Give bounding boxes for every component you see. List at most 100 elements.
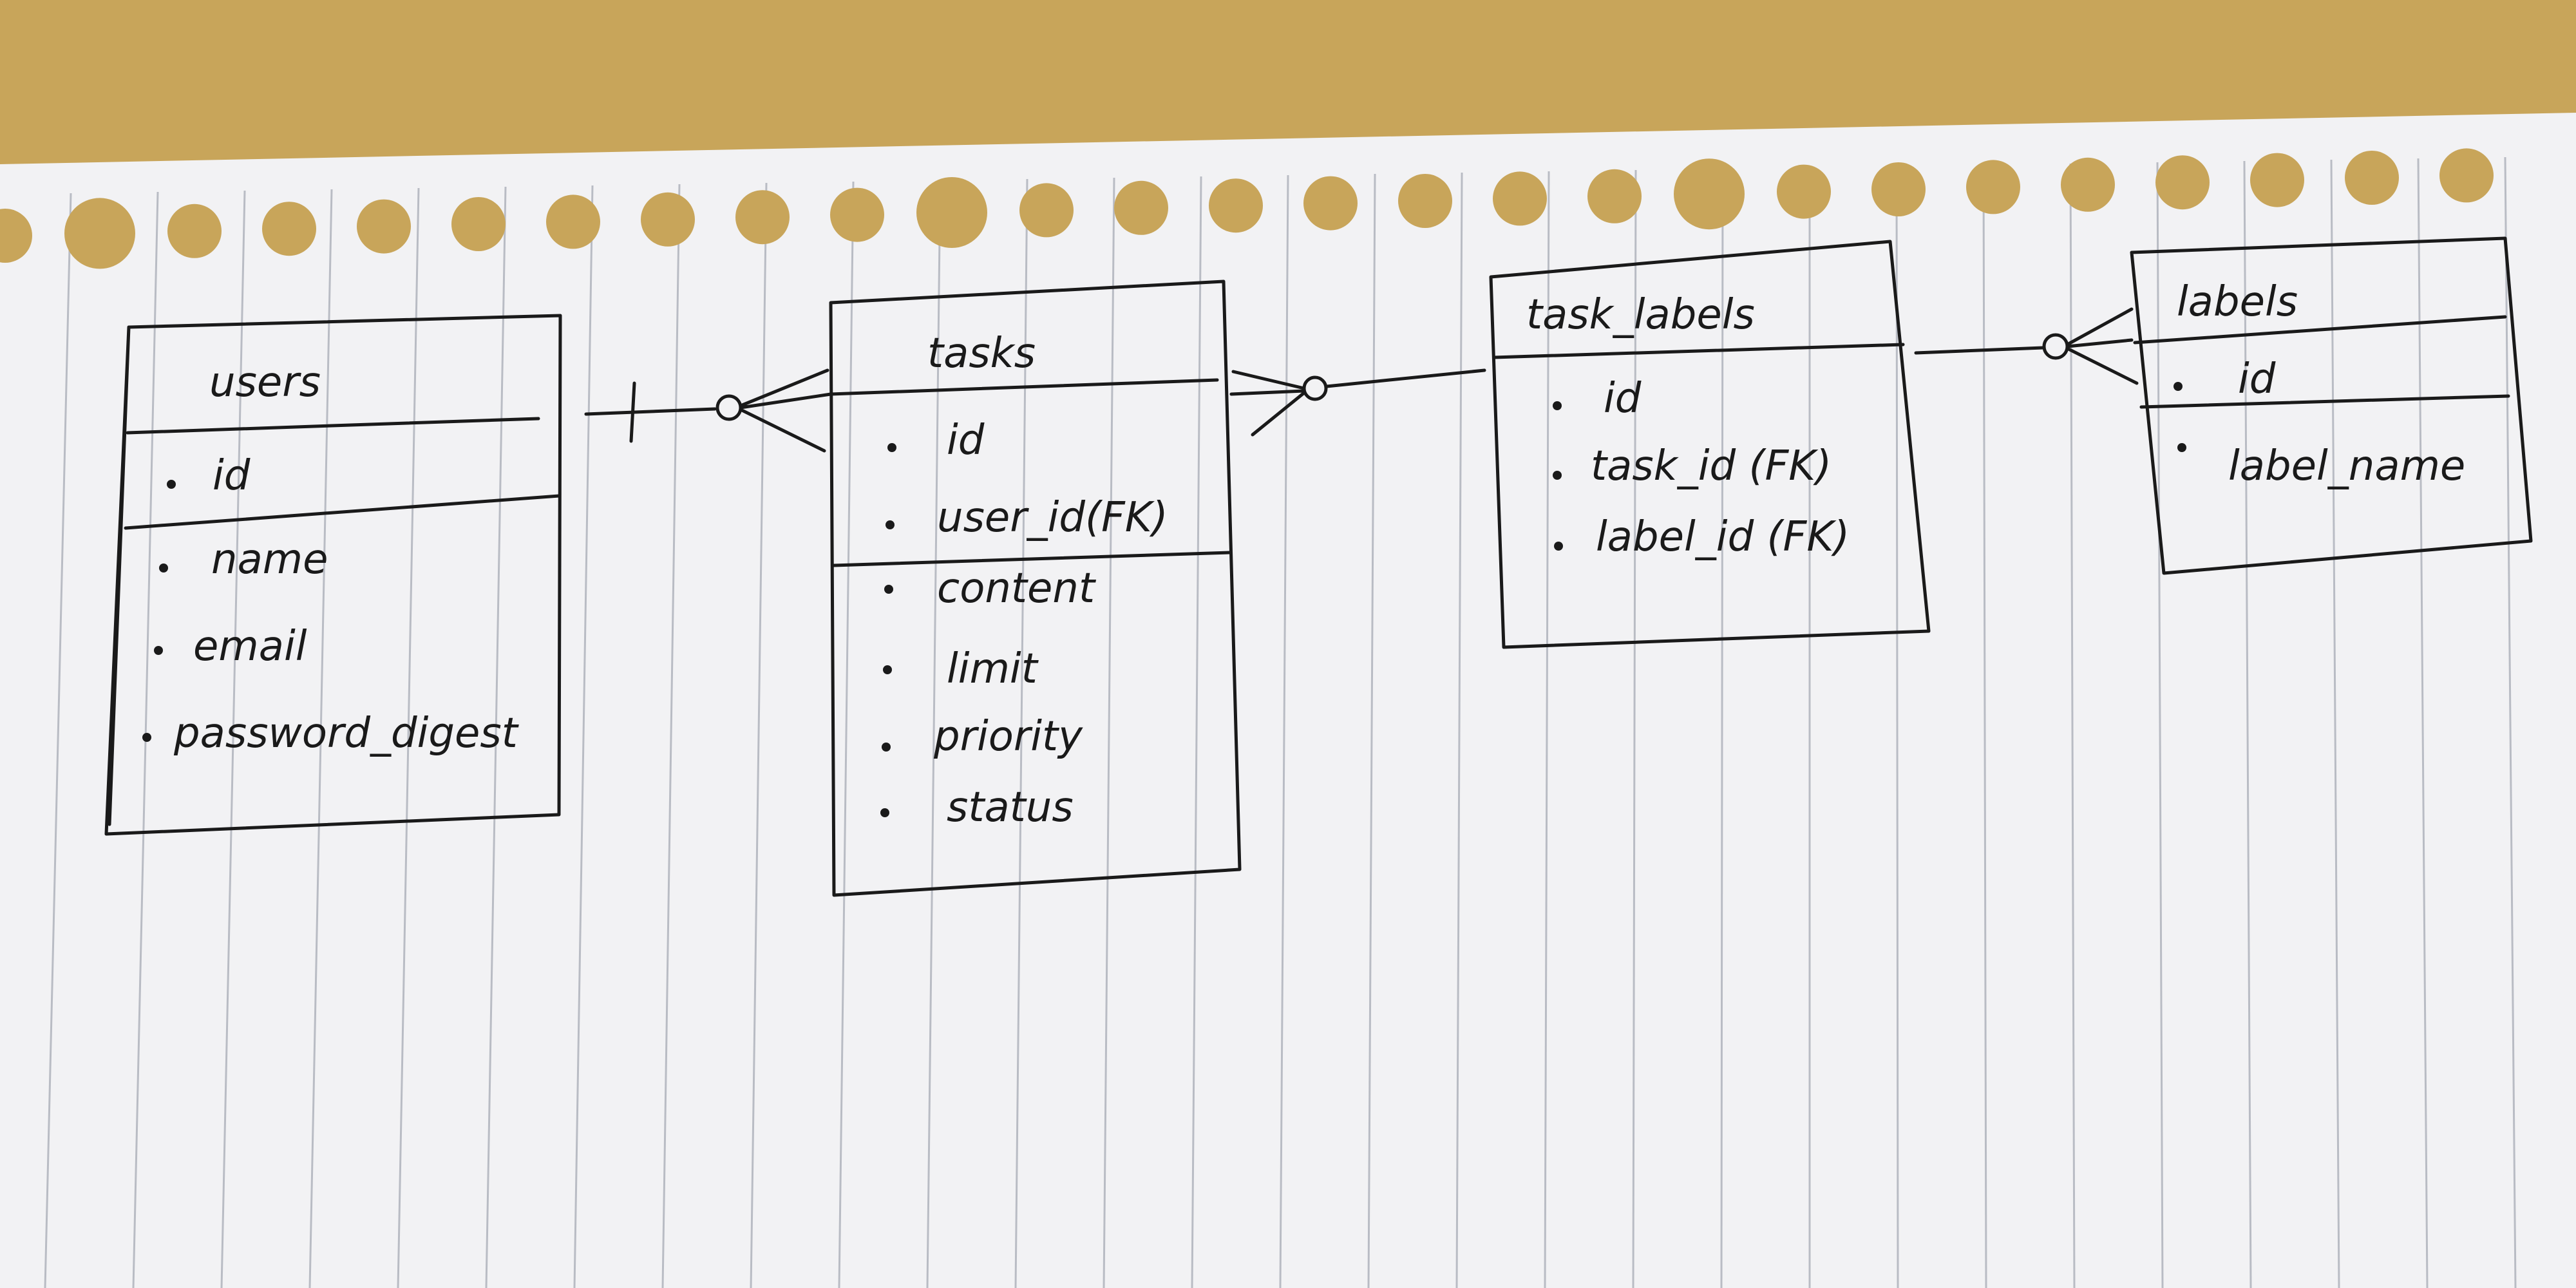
rule-line [661,184,681,1288]
entity-users-field: email [193,623,307,670]
crow-foot-mark [2065,307,2139,385]
relationship-tasks-task-labels [1229,368,1486,437]
entity-users-title-divider [126,417,540,435]
binder-hole [2061,157,2115,212]
rule-line [750,182,768,1288]
rule-line [1279,175,1289,1288]
rule-line [1632,169,1637,1288]
binder-hole [1493,171,1547,226]
binder-hole [451,197,506,251]
entity-task-labels-field: id [1604,375,1642,422]
relationship-task-labels-labels [1914,307,2139,385]
entity-users-key-field: id [213,452,251,500]
rule-line [2504,156,2517,1288]
bullet [167,480,176,489]
binder-hole [2345,151,2399,205]
binder-hole [2250,153,2304,207]
binder-hole [357,199,411,254]
entity-labels-title: labels [2177,278,2298,326]
entity-users-box [104,314,562,836]
binder-hole [1871,162,1926,216]
binder-hole [546,194,600,249]
entity-tasks-field: priority [933,713,1083,761]
binder-hole [735,190,790,245]
binder-hole [2155,155,2210,210]
bullet [886,520,895,529]
bullet [2174,382,2183,391]
rule-line [1191,176,1202,1288]
crow-foot-mark [1229,370,1306,437]
rule-line [1014,178,1028,1288]
entity-labels-key-divider [2139,394,2510,409]
rule-line [1982,164,1987,1288]
ruled-lines [44,156,2517,1288]
rule-line [2330,159,2340,1288]
bullet [2177,443,2186,452]
entity-task-labels-title-divider [1492,343,1905,359]
rule-line [44,193,72,1288]
rule-line [397,187,420,1288]
binder-hole [641,192,695,247]
relationship-line [1914,346,2045,355]
entity-tasks-key-divider [832,551,1232,567]
zero-mark [1302,375,1328,401]
relationship-users-tasks [584,368,833,453]
binder-hole [1209,178,1263,233]
entity-labels: labels id label_name [2130,236,2533,575]
relationship-line [584,407,717,416]
rule-line [1720,168,1724,1288]
bullet [159,564,168,573]
entity-tasks-key-field: user_id(FK) [937,494,1168,542]
rule-line [926,180,942,1288]
entity-tasks-field: content [937,565,1097,612]
entity-tasks-title: tasks [927,330,1036,377]
entity-users-field: name [211,536,328,583]
bullet [882,743,891,752]
entity-labels-box [2130,236,2533,575]
binder-holes [0,148,2494,269]
entity-labels-key-field: id [2238,355,2276,403]
paper-sheet [0,113,2576,1288]
entity-task-labels-field: label_id (FK) [1596,513,1850,561]
binder-hole [1019,183,1074,238]
bullet [887,443,896,452]
rule-line [1544,171,1550,1288]
rule-line [2156,162,2164,1288]
entity-tasks-box [829,279,1242,897]
entity-task-labels: task_labels id task_id (FK) label_id (FK… [1489,240,1931,649]
entity-tasks: tasks id user_id(FK) content limit prior… [829,279,1242,897]
rule-line [485,186,507,1288]
entity-tasks-field: limit [947,645,1039,693]
binder-hole [1674,158,1745,230]
binder-hole [830,187,884,242]
bullet [883,665,892,674]
binder-hole [1114,180,1168,235]
entity-labels-title-divider [2133,315,2507,345]
binder-hole [916,177,987,248]
binder-hole [1966,160,2020,214]
rule-line [1895,166,1899,1288]
entity-tasks-key-field: id [947,417,985,464]
entity-task-labels-box [1489,240,1931,649]
binder-hole [1587,169,1642,223]
bullet [880,808,889,817]
entity-users: users id name email password_digest [104,314,562,836]
bullet [1554,542,1563,551]
entity-users-title: users [209,359,321,406]
rule-line [2243,160,2252,1288]
rule-line [220,190,246,1288]
entity-tasks-field: status [947,784,1074,831]
bullet [1553,401,1562,410]
rule-line [308,189,333,1288]
binder-hole [1398,174,1452,228]
relationship-line [1325,368,1486,388]
bullet [884,585,893,594]
binder-hole [167,204,222,258]
rule-line [1103,177,1115,1288]
crow-foot-mark [739,368,833,453]
entity-users-field: password_digest [173,710,520,757]
entity-tasks-title-divider [829,378,1219,396]
binder-hole [2439,148,2494,203]
binder-hole [0,209,32,263]
